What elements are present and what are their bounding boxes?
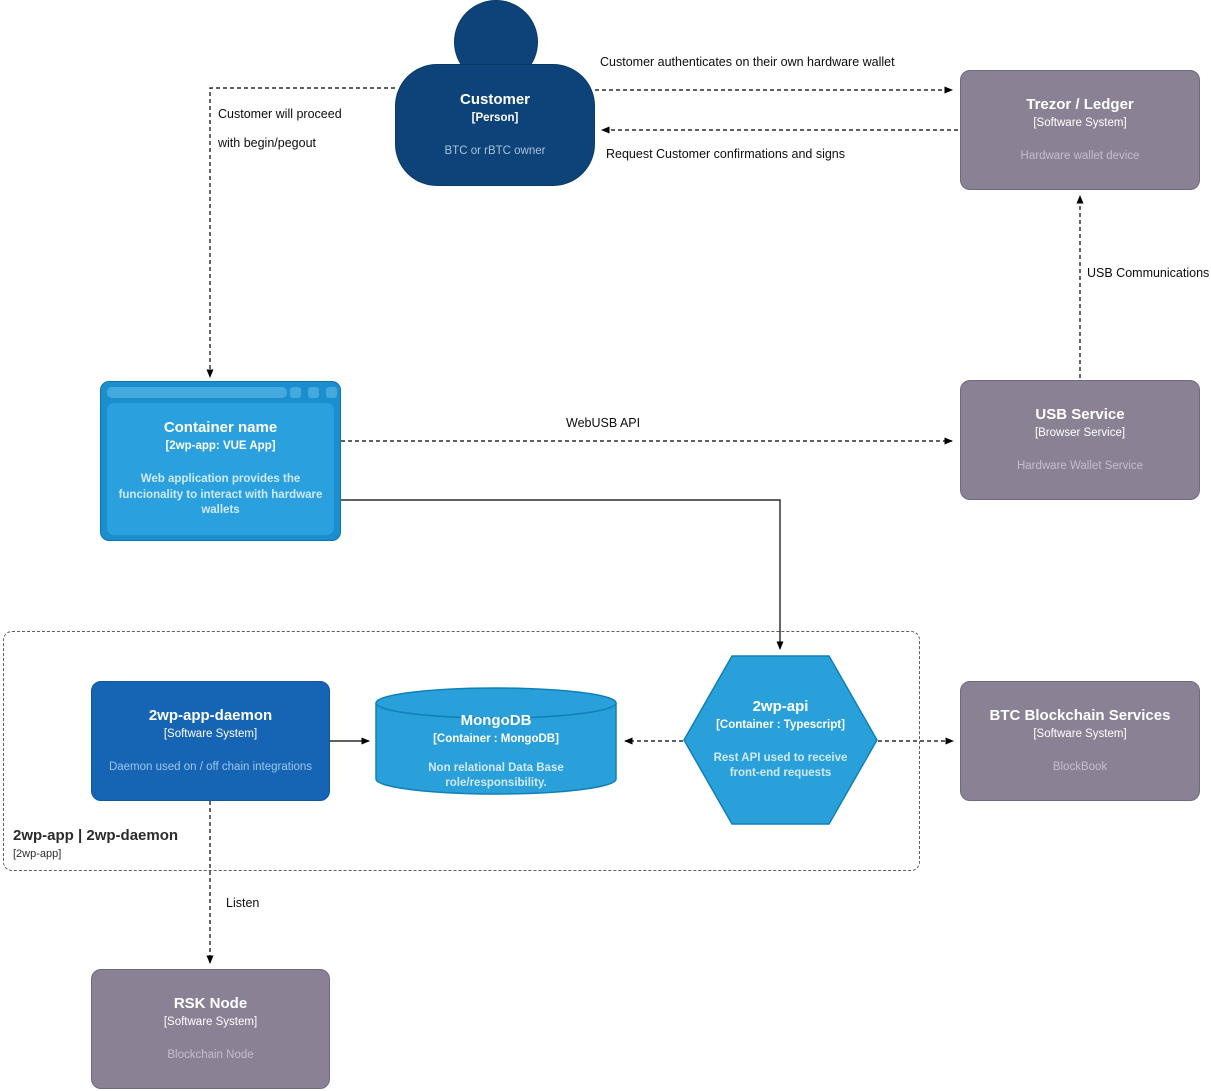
daemon-description: Daemon used on / off chain integrations	[108, 760, 313, 773]
api-text: 2wp-api [Container : Typescript] Rest AP…	[683, 655, 878, 825]
usb-service-description: Hardware Wallet Service	[1016, 459, 1144, 472]
boundary-subtitle: [2wp-app]	[13, 848, 62, 860]
customer-title: Customer	[459, 90, 530, 108]
mongodb-subtitle: [Container : MongoDB]	[433, 732, 559, 745]
container-name-browser: Container name [2wp-app: VUE App] Web ap…	[100, 381, 341, 541]
api-subtitle: [Container : Typescript]	[716, 718, 845, 731]
boundary-title: 2wp-app | 2wp-daemon	[13, 827, 179, 844]
hexagon-shape	[683, 655, 878, 825]
edge-proceed	[206, 87, 395, 378]
customer-description: BTC or rBTC owner	[444, 144, 546, 157]
btc-services-title: BTC Blockchain Services	[989, 706, 1171, 724]
container-name-title: Container name	[163, 419, 278, 437]
browser-button-icon	[326, 387, 337, 398]
api-title: 2wp-api	[752, 698, 809, 716]
browser-button-icon	[290, 387, 301, 398]
mongodb-cylinder: MongoDB [Container : MongoDB] Non relati…	[374, 686, 618, 796]
mongodb-text: MongoDB [Container : MongoDB] Non relati…	[374, 712, 618, 792]
browser-address-bar	[107, 387, 287, 398]
daemon-subtitle: [Software System]	[163, 727, 258, 740]
trezor-ledger-box: Trezor / Ledger [Software System] Hardwa…	[960, 70, 1200, 190]
container-name-pane: Container name [2wp-app: VUE App] Web ap…	[107, 403, 334, 535]
daemon-box: 2wp-app-daemon [Software System] Daemon …	[91, 681, 330, 801]
cylinder-shape	[375, 687, 617, 795]
mongodb-title: MongoDB	[460, 712, 532, 730]
usb-service-box: USB Service [Browser Service] Hardware W…	[960, 380, 1200, 500]
container-name-subtitle: [2wp-app: VUE App]	[165, 440, 276, 453]
rsk-node-title: RSK Node	[173, 994, 248, 1012]
container-name-description: Web application provides the funcionalit…	[118, 473, 323, 517]
usb-service-title: USB Service	[1035, 405, 1125, 423]
trezor-subtitle: [Software System]	[1033, 116, 1127, 129]
edge-label-proceed-line1: Customer will proceed	[218, 107, 342, 121]
edge-label-confirmations: Request Customer confirmations and signs	[606, 147, 846, 161]
rsk-node-subtitle: [Software System]	[163, 1015, 258, 1028]
btc-services-description: BlockBook	[1052, 760, 1108, 773]
btc-services-box: BTC Blockchain Services [Software System…	[960, 681, 1200, 801]
trezor-title: Trezor / Ledger	[1026, 95, 1134, 113]
edge-label-proceed-line2: with begin/pegout	[218, 136, 316, 150]
usb-service-subtitle: [Browser Service]	[1034, 426, 1126, 439]
customer-person: Customer [Person] BTC or rBTC owner	[395, 64, 595, 186]
edge-label-usb-communications: USB Communications	[1087, 266, 1210, 280]
api-hexagon: 2wp-api [Container : Typescript] Rest AP…	[683, 655, 878, 825]
btc-services-subtitle: [Software System]	[1033, 727, 1127, 740]
trezor-description: Hardware wallet device	[1020, 149, 1140, 162]
edge-label-webusb: WebUSB API	[566, 416, 641, 430]
boundary-2wp-app	[3, 631, 920, 871]
customer-subtitle: [Person]	[471, 111, 519, 124]
browser-button-icon	[308, 387, 319, 398]
edge-container-to-api	[341, 499, 784, 650]
edge-label-authenticate: Customer authenticates on their own hard…	[600, 55, 895, 69]
mongodb-description: Non relational Data Base role/responsibi…	[428, 761, 564, 790]
rsk-node-description: Blockchain Node	[167, 1048, 254, 1061]
edge-label-listen: Listen	[226, 896, 260, 910]
api-description: Rest API used to receive front-end reque…	[713, 751, 848, 780]
rsk-node-box: RSK Node [Software System] Blockchain No…	[91, 969, 330, 1089]
daemon-title: 2wp-app-daemon	[148, 706, 273, 724]
